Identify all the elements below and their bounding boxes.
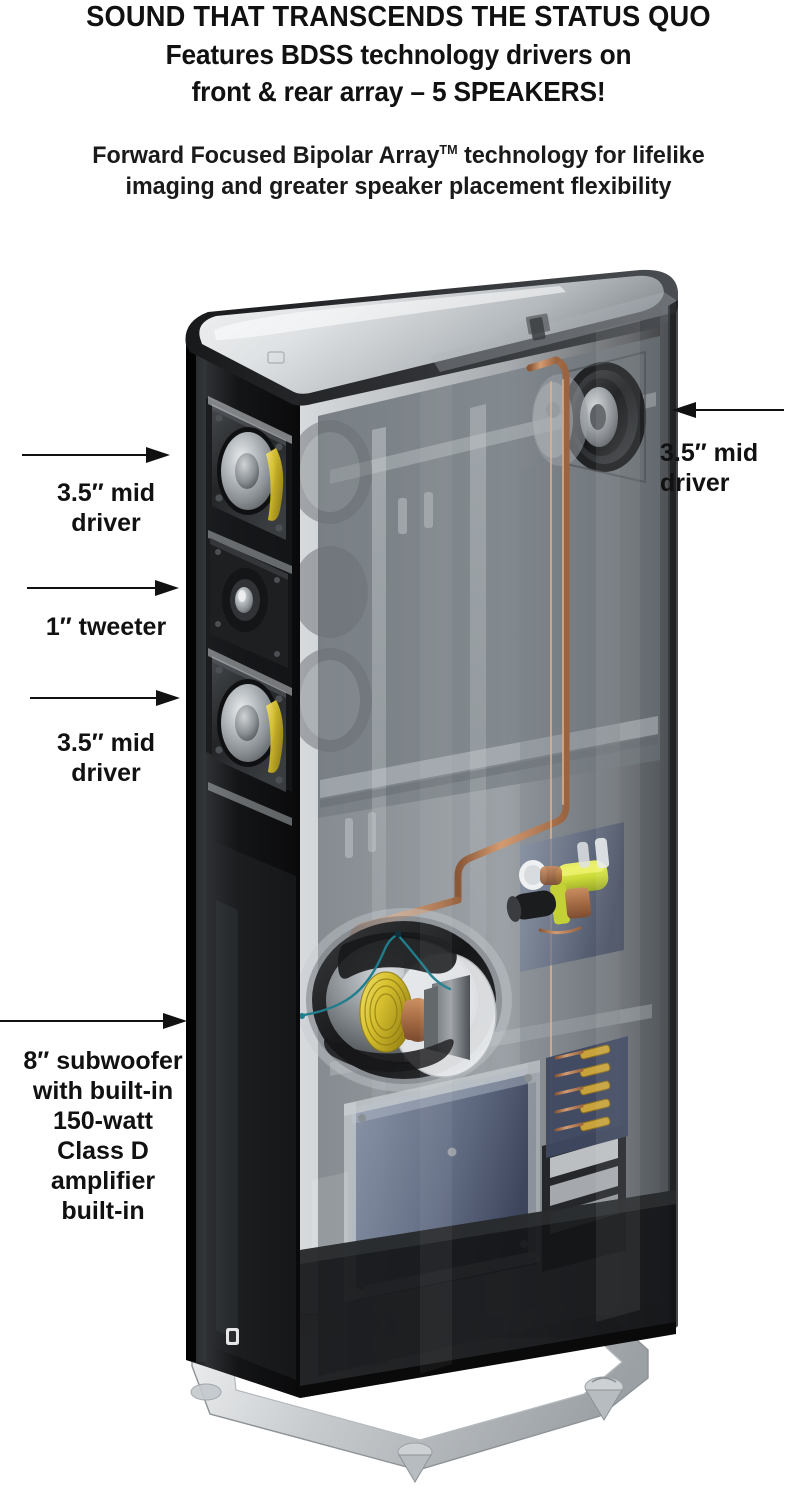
rear-driver-magnet xyxy=(532,374,588,466)
inductor-coil xyxy=(564,887,592,919)
subheadline-line-2: imaging and greater speaker placement fl… xyxy=(125,173,672,200)
arrow-shaft xyxy=(22,454,150,456)
callout-label: 1″ tweeter xyxy=(45,613,167,641)
headline-line-1: SOUND THAT TRANSCENDS THE STATUS QUO xyxy=(86,1,711,33)
callout-label: 3.5″ mid driver xyxy=(660,439,759,497)
headline-line-3: front & rear array – 5 SPEAKERS! xyxy=(191,76,606,107)
arrow-subwoofer xyxy=(0,1011,187,1031)
copper-wiring-harness xyxy=(348,356,570,1244)
arrow-tweeter xyxy=(27,578,179,598)
front-driver-backs xyxy=(300,420,372,752)
callout-tweeter: 1″ tweeter xyxy=(0,612,212,642)
arrow-front-mid-top xyxy=(22,445,170,465)
spike-foot-left xyxy=(190,1383,222,1401)
speaker-cabinet xyxy=(185,269,678,1398)
subheadline-text-after-tm: technology for lifelike xyxy=(457,142,705,169)
front-driver-array xyxy=(206,396,292,826)
amplifier-module xyxy=(344,1036,628,1302)
arrow-head xyxy=(163,1013,187,1029)
callout-label: 8″ subwoofer with built-in 150-watt Clas… xyxy=(23,1047,183,1225)
crossover-assembly xyxy=(506,808,624,972)
subwoofer-lead-wires xyxy=(302,933,452,1017)
spike-foot-right xyxy=(584,1376,624,1421)
arrow-shaft xyxy=(688,409,784,411)
callout-front-mid-top: 3.5″ mid driver xyxy=(0,478,212,538)
callout-label: 3.5″ mid driver xyxy=(56,479,156,537)
arrow-head xyxy=(156,690,180,706)
front-tweeter xyxy=(210,538,288,668)
callout-subwoofer: 8″ subwoofer with built-in 150-watt Clas… xyxy=(0,1046,206,1226)
brand-logo-badge xyxy=(226,1328,239,1345)
subwoofer-voice-coil xyxy=(359,971,413,1053)
cabinet-interior xyxy=(300,336,660,1390)
capacitor-white xyxy=(519,860,562,890)
arrow-rear-mid xyxy=(672,400,786,420)
callout-rear-mid: 3.5″ mid driver xyxy=(660,438,797,498)
arrow-front-mid-bottom xyxy=(30,688,180,708)
copper-wiring-highlight xyxy=(550,379,564,1237)
callout-front-mid-bottom: 3.5″ mid driver xyxy=(0,728,212,788)
trademark-symbol: TM xyxy=(439,142,458,157)
arrow-shaft xyxy=(27,587,159,589)
front-mid-driver-top xyxy=(208,396,292,574)
capacitor-yellow xyxy=(550,860,609,925)
subwoofer-driver xyxy=(300,908,512,1092)
gold-connector-pins xyxy=(554,1044,611,1132)
subheadline-line-1: Forward Focused Bipolar ArrayTM technolo… xyxy=(12,140,785,171)
spike-foot-front xyxy=(397,1442,433,1483)
callout-label: 3.5″ mid driver xyxy=(56,729,156,787)
capacitor-black xyxy=(506,890,557,922)
subheadline-block: Forward Focused Bipolar ArrayTM technolo… xyxy=(0,140,797,202)
speaker-base-plinth xyxy=(190,1313,649,1483)
rear-mid-driver-upper xyxy=(562,350,646,484)
headline-block: SOUND THAT TRANSCENDS THE STATUS QUO Fea… xyxy=(0,0,797,109)
arrow-head xyxy=(672,402,696,418)
arrow-head xyxy=(146,447,170,463)
headline-line-2: Features BDSS technology drivers on xyxy=(165,39,632,70)
arrow-shaft xyxy=(30,697,160,699)
arrow-shaft xyxy=(0,1020,167,1022)
arrow-head xyxy=(155,580,179,596)
front-mid-driver-bottom xyxy=(208,648,292,826)
subheadline-text-before-tm: Forward Focused Bipolar Array xyxy=(92,142,440,169)
